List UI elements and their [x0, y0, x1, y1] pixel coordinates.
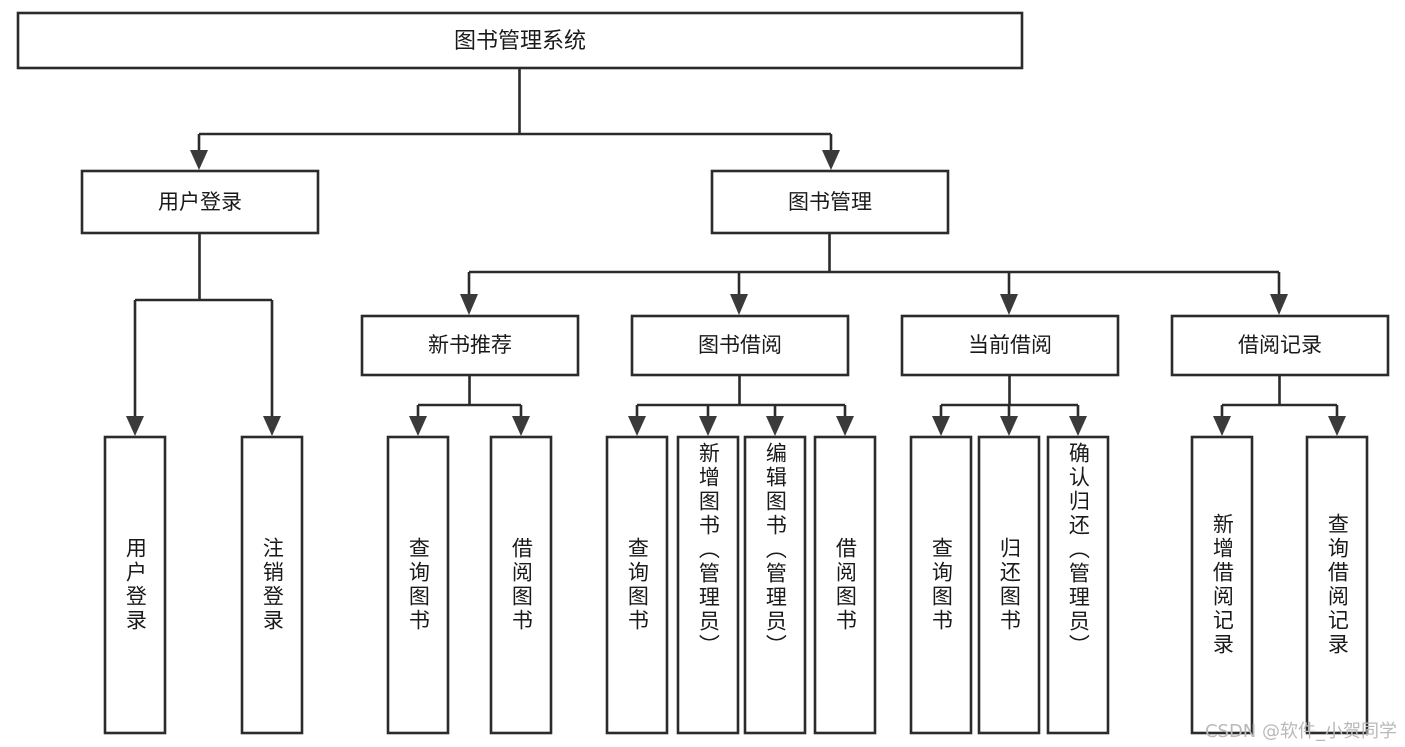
node-label-book-borrow: 图书借阅 [698, 333, 782, 357]
leaf-box-nb-query-book[interactable] [386, 435, 450, 735]
leaf-box-bb-edit-book[interactable] [743, 435, 807, 735]
leaf-label-nb-query-book: 查询图书 [406, 537, 431, 633]
node-box-user-login[interactable] [80, 169, 320, 235]
leaf-box-bb-query-book[interactable] [605, 435, 669, 735]
node-label-current-borrow: 当前借阅 [968, 333, 1052, 357]
node-label-borrow-record: 借阅记录 [1238, 333, 1322, 357]
leaf-label-bb-query-book: 查询图书 [625, 537, 650, 633]
leaf-box-logout[interactable] [240, 435, 304, 735]
connector-user-login-to-leaves [133, 233, 274, 418]
leaf-box-br-add-record[interactable] [1190, 435, 1254, 735]
node-box-new-book-recommend[interactable] [360, 314, 580, 377]
leaf-label-bb-edit-book: 编辑图书（管理员） [763, 442, 788, 658]
arrow-head-leaf-user-login [126, 416, 144, 436]
node-box-borrow-record[interactable] [1170, 314, 1390, 377]
arrow-head-new-book [460, 294, 478, 315]
leaf-label-br-add-record: 新增借阅记录 [1210, 513, 1235, 657]
leaf-label-cb-confirm-return: 确认归还（管理员） [1066, 442, 1091, 658]
arrow-head-leaf-nb-query [409, 416, 427, 436]
node-box-book-borrow[interactable] [630, 314, 850, 377]
arrow-head-book-mgmt [822, 150, 840, 170]
arrow-head-leaf-cb-confirm [1069, 416, 1087, 436]
node-box-current-borrow[interactable] [900, 314, 1120, 377]
leaf-label-bb-borrow-book: 借阅图书 [833, 537, 858, 633]
csdn-watermark: CSDN @软件_小贺同学 [1204, 721, 1397, 742]
leaf-label-nb-borrow-book: 借阅图书 [509, 537, 534, 633]
leaf-box-bb-add-book[interactable] [676, 435, 740, 735]
leaf-box-cb-query-book[interactable] [909, 435, 973, 735]
leaf-box-bb-borrow-book[interactable] [813, 435, 877, 735]
leaf-box-br-query-record[interactable] [1305, 435, 1369, 735]
leaf-box-user-login[interactable] [103, 435, 167, 735]
node-label-new-book-recommend: 新书推荐 [428, 333, 512, 357]
connector-book-mgmt-to-level3 [467, 233, 1281, 296]
leaf-label-cb-query-book: 查询图书 [929, 537, 954, 633]
arrow-head-leaf-br-add [1213, 416, 1231, 436]
node-label-book-management: 图书管理 [788, 190, 872, 214]
arrow-head-book-borrow [730, 294, 748, 315]
arrow-head-leaf-nb-borrow [512, 416, 530, 436]
arrow-head-leaf-bb-query [628, 416, 646, 436]
leaf-label-cb-return-book: 归还图书 [997, 537, 1022, 633]
node-label-root: 图书管理系统 [454, 29, 586, 54]
leaf-label-user-login: 用户登录 [123, 537, 148, 633]
connector-new-book-to-leaves [416, 376, 523, 418]
leaf-box-cb-return-book[interactable] [977, 435, 1041, 735]
arrow-head-current-borrow [1000, 294, 1018, 315]
arrow-head-leaf-bb-borrow [836, 416, 854, 436]
arrow-head-borrow-record [1270, 294, 1288, 315]
leaf-label-bb-add-book: 新增图书（管理员） [696, 442, 721, 658]
leaf-label-br-query-record: 查询借阅记录 [1325, 513, 1350, 657]
leaf-label-logout: 注销登录 [260, 537, 285, 633]
leaf-box-cb-confirm-return[interactable] [1046, 435, 1110, 735]
arrow-head-leaf-bb-add [699, 416, 717, 436]
connector-book-borrow-to-leaves [635, 376, 847, 418]
arrow-head-leaf-cb-query [932, 416, 950, 436]
arrow-head-leaf-logout [263, 416, 281, 436]
node-box-root[interactable] [16, 11, 1024, 70]
arrow-head-leaf-br-query [1328, 416, 1346, 436]
leaf-box-nb-borrow-book[interactable] [489, 435, 553, 735]
connector-root-to-level2 [197, 68, 833, 152]
arrow-head-leaf-bb-edit [766, 416, 784, 436]
connector-current-borrow-to-leaves [939, 376, 1080, 418]
arrow-head-user-login [190, 150, 208, 170]
connector-borrow-record-to-leaves [1220, 376, 1339, 418]
node-box-book-management[interactable] [710, 169, 950, 235]
node-label-user-login: 用户登录 [158, 190, 242, 214]
arrow-head-leaf-cb-return [1000, 416, 1018, 436]
